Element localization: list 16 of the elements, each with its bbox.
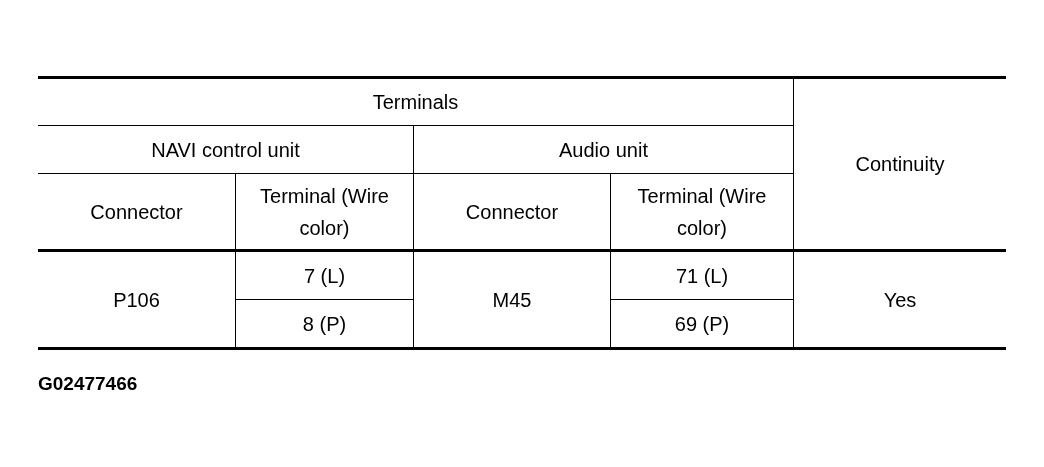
data-cell: 71 (L)	[610, 252, 793, 300]
data-cell-text: P106	[112, 287, 161, 313]
data-cell: 7 (L)	[235, 252, 413, 300]
data-cell: 8 (P)	[235, 300, 413, 347]
data-cell: Yes	[793, 252, 1006, 347]
header-cell: NAVI control unit	[38, 126, 413, 174]
header-cell: Terminal (Wire color)	[235, 174, 413, 252]
data-cell: M45	[413, 252, 610, 347]
header-cell: Continuity	[793, 79, 1006, 252]
header-cell: Connector	[413, 174, 610, 252]
header-cell: Terminal (Wire color)	[610, 174, 793, 252]
figure-code: G02477466	[38, 372, 138, 396]
header-cell: Audio unit	[413, 126, 793, 174]
header-cell: Connector	[38, 174, 235, 252]
header-cell: Terminals	[38, 79, 793, 126]
data-cell: 69 (P)	[610, 300, 793, 347]
